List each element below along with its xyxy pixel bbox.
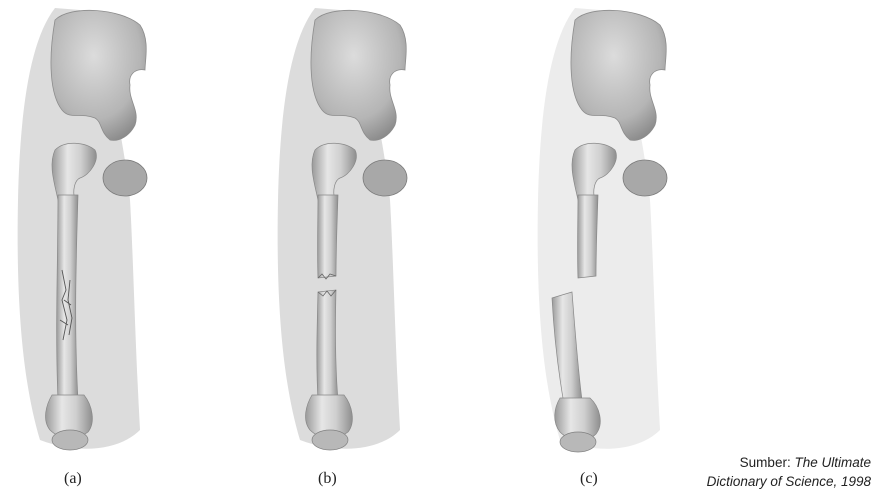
panel-a: (a) bbox=[0, 0, 200, 497]
knee-cap bbox=[312, 430, 348, 450]
source-prefix: Sumber: bbox=[740, 455, 791, 470]
femur-upper-fragment bbox=[318, 195, 338, 278]
femur-displaced-illustration bbox=[520, 0, 720, 470]
femur-upper-fragment bbox=[578, 195, 598, 278]
source-line-2: Dictionary of Science, 1998 bbox=[707, 472, 871, 491]
hip-socket bbox=[363, 160, 407, 196]
caption-a: (a) bbox=[64, 470, 82, 488]
hip-socket bbox=[103, 160, 147, 196]
femur-broken-illustration bbox=[260, 0, 460, 470]
source-title-1: The Ultimate bbox=[794, 455, 871, 470]
femur-cracked-illustration bbox=[0, 0, 200, 470]
caption-b: (b) bbox=[318, 470, 337, 488]
caption-c: (c) bbox=[580, 470, 598, 488]
source-line-1: Sumber: The Ultimate bbox=[707, 453, 871, 472]
femur-shaft bbox=[57, 195, 78, 400]
knee-cap bbox=[560, 432, 596, 452]
panel-c: (c) bbox=[520, 0, 720, 497]
femur-lower-fragment bbox=[317, 290, 338, 400]
panel-b: (b) bbox=[260, 0, 460, 497]
source-credit: Sumber: The Ultimate Dictionary of Scien… bbox=[707, 453, 871, 491]
hip-socket bbox=[623, 160, 667, 196]
knee-cap bbox=[52, 430, 88, 450]
